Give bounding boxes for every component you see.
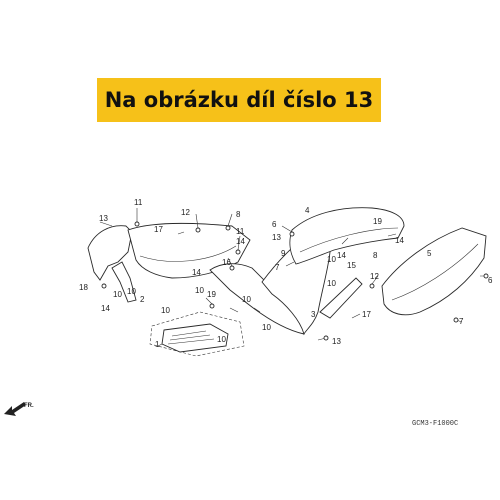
callout-10-c: 10 [195, 286, 204, 295]
callout-3: 3 [311, 310, 316, 319]
diagram-code: GCM3-F1000C [412, 420, 459, 428]
left-cowl-bracket [111, 261, 137, 303]
callout-13-left: 13 [99, 214, 108, 223]
callout-13-mid: 13 [272, 233, 281, 242]
callout-15: 15 [347, 261, 356, 270]
left-inner-cowl [87, 225, 133, 281]
callout-1: 1 [155, 340, 160, 349]
callout-5: 5 [427, 249, 432, 258]
callout-10-b: 10 [127, 287, 136, 296]
callout-10-f: 10 [262, 323, 271, 332]
callout-4: 4 [305, 206, 310, 215]
callout-14-mid: 14 [236, 237, 245, 246]
front-arrow-icon: FR. [4, 402, 34, 416]
title-banner: Na obrázku díl číslo 13 [97, 78, 381, 122]
callout-2: 2 [140, 295, 145, 304]
callout-10-h: 10 [327, 255, 336, 264]
callout-14-left: 14 [101, 304, 110, 313]
callout-19-left: 19 [207, 290, 216, 299]
front-label: FR. [24, 403, 34, 409]
callout-16: 16 [222, 258, 231, 267]
callout-10-e: 10 [242, 295, 251, 304]
callout-12-left: 12 [181, 208, 190, 217]
callout-14-center: 14 [192, 268, 201, 277]
callout-7-right: 7 [459, 317, 464, 326]
callout-10-a: 10 [113, 290, 122, 299]
callout-9: 9 [281, 249, 286, 258]
right-side-cover [381, 227, 487, 316]
callout-18: 18 [79, 283, 88, 292]
callout-11-top: 11 [134, 198, 143, 207]
lower-cowl-rail [319, 277, 363, 319]
callout-6-left: 6 [272, 220, 277, 229]
callout-10-d: 10 [161, 306, 170, 315]
callout-10-i: 10 [327, 279, 336, 288]
callout-14-right: 14 [337, 251, 346, 260]
callout-7-mid: 7 [275, 263, 280, 272]
banner-text: Na obrázku díl číslo 13 [104, 88, 374, 112]
callout-19-right: 19 [373, 217, 382, 226]
callout-8-right: 8 [373, 251, 378, 260]
callout-11-mid: 11 [236, 227, 245, 236]
callout-8-left: 8 [236, 210, 241, 219]
front-direction-indicator: FR. [2, 398, 42, 418]
callout-10-g: 10 [217, 335, 226, 344]
callout-12-right: 12 [370, 272, 379, 281]
upper-side-panel [289, 207, 405, 265]
callout-14-right-top: 14 [395, 236, 404, 245]
callout-13-bottom: 13 [332, 337, 341, 346]
callout-17-left: 17 [154, 225, 163, 234]
callout-6-right: 6 [488, 276, 493, 285]
callout-17-right: 17 [362, 310, 371, 319]
